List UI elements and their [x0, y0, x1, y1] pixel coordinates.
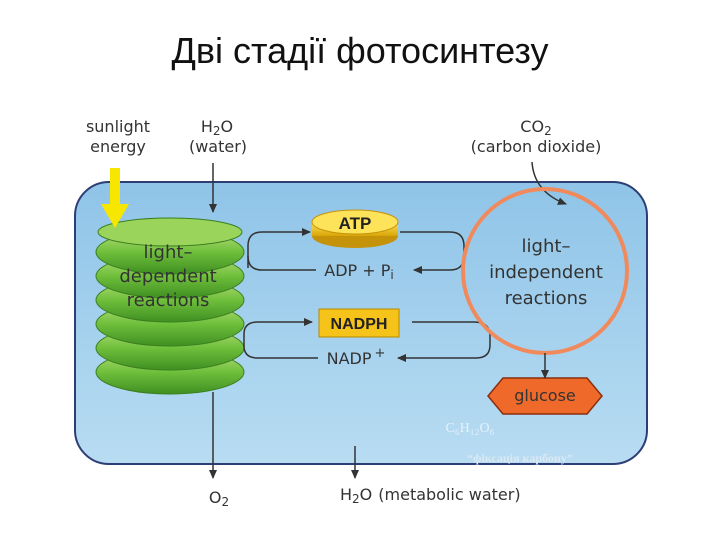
- glucose-label: glucose: [514, 386, 576, 405]
- nadp-text: NADP: [327, 349, 372, 368]
- light-independent-label-3: reactions: [505, 288, 588, 309]
- glucose-hexagon: [487, 377, 603, 415]
- h2o-in-h: H: [201, 117, 213, 136]
- co2-label: CO2: [520, 117, 551, 138]
- nadph-label: NADPH: [331, 316, 388, 333]
- h2o-in-sub: 2: [213, 124, 221, 138]
- adp-text: ADP + P: [324, 261, 390, 280]
- atp-label: ATP: [339, 214, 372, 233]
- h2o-out-h: H: [340, 485, 352, 504]
- adp-label: ADP + Pi: [324, 261, 393, 282]
- atp-coin: [311, 209, 399, 248]
- energy-label: energy: [90, 137, 146, 156]
- page-title: Дві стадії фотосинтезу: [171, 30, 549, 71]
- carbon-dioxide-label: (carbon dioxide): [471, 137, 602, 156]
- light-dependent-label-1: light–: [144, 242, 193, 263]
- thylakoid-stack: [95, 217, 245, 395]
- h2o-in-o: O: [221, 117, 234, 136]
- light-dependent-label-3: reactions: [127, 290, 210, 311]
- h2o-out-o: O: [360, 485, 373, 504]
- o2-o: O: [209, 488, 222, 507]
- metabolic-water-label: H2O (metabolic water): [340, 485, 521, 506]
- light-independent-label-2: independent: [489, 262, 603, 283]
- light-independent-label-1: light–: [522, 236, 571, 257]
- nadp-sup: +: [374, 346, 385, 361]
- adp-sub: i: [390, 268, 393, 282]
- o2-sub: 2: [221, 495, 229, 509]
- light-dependent-label-2: dependent: [119, 266, 216, 287]
- sunlight-label: sunlight: [86, 117, 150, 136]
- nadph-box: [318, 308, 400, 338]
- co2-sub: 2: [544, 124, 552, 138]
- nadp-label: NADP+: [327, 346, 386, 368]
- sunlight-arrow: [101, 168, 129, 228]
- o2-label: O2: [209, 488, 229, 509]
- metabolic-water-text: (metabolic water): [378, 485, 520, 504]
- carbon-fixation-label: “фіксація карбону”: [467, 451, 573, 465]
- water-label: (water): [189, 137, 247, 156]
- glucose-formula: C₆H₁₂O₆: [445, 421, 494, 436]
- co2-c: CO: [520, 117, 544, 136]
- h2o-in-label: H2O: [201, 117, 233, 138]
- h2o-out-sub: 2: [352, 492, 360, 506]
